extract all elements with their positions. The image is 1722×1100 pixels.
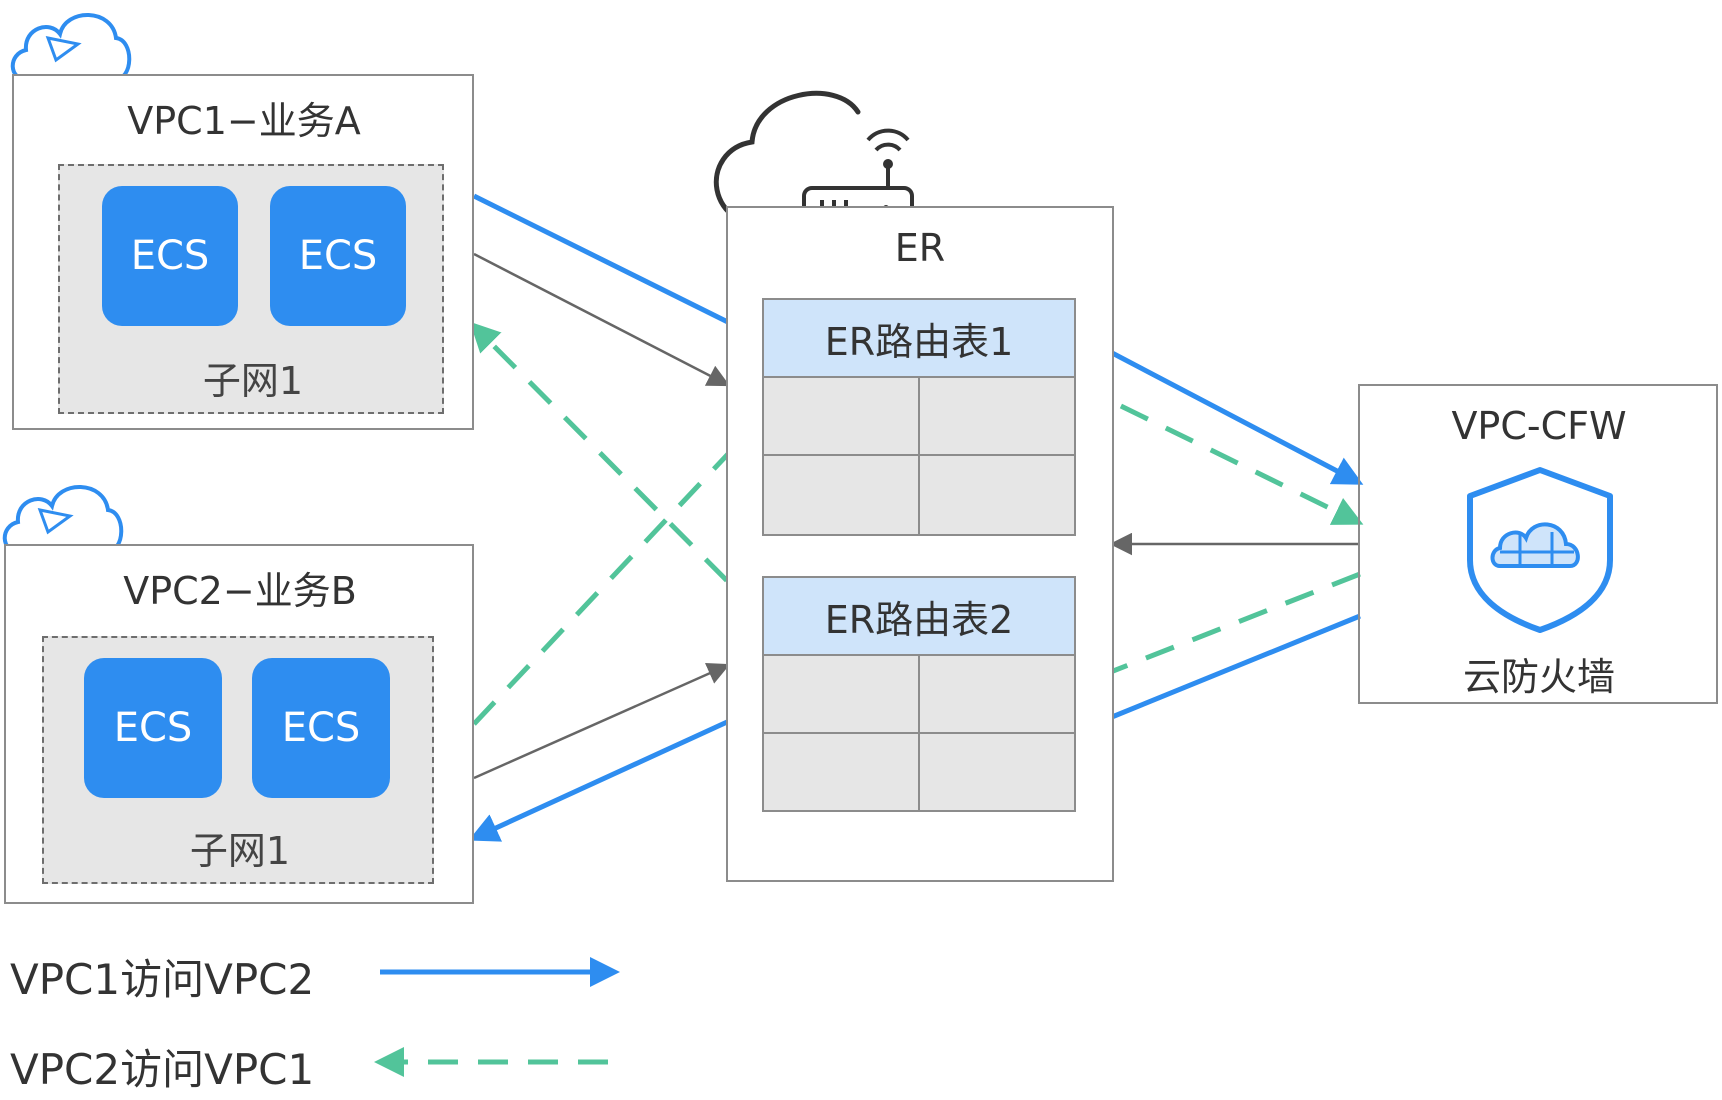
flow-vpc1-to-er-rt1: [472, 193, 766, 341]
flow-er-rt1-to-cfw: [1074, 331, 1364, 485]
vpc1-subnet: ECS ECS 子网1: [58, 164, 444, 414]
cloud-icon: [2, 485, 124, 554]
er-title: ER: [894, 226, 946, 270]
vpc-cfw-box: VPC-CFW 云防火墙: [1358, 384, 1718, 704]
route-table-1-cell: [762, 376, 920, 456]
flow-cfw-to-er-green: [1074, 571, 1361, 690]
vpc2-title: VPC2−业务B: [123, 569, 357, 613]
route-table-2-cell: [918, 732, 1076, 812]
er-route-table-1-header[interactable]: ER路由表1: [762, 298, 1076, 378]
shield-firewall-icon: [1467, 467, 1613, 633]
route-table-2-cell: [762, 654, 920, 734]
vpc2-subnet: ECS ECS 子网1: [42, 636, 434, 884]
vpc1-title: VPC1−业务A: [127, 99, 361, 143]
route-table-2-cell: [762, 732, 920, 812]
vpc2-subnet-label: 子网1: [189, 829, 291, 873]
vpc2-ecs-2[interactable]: ECS: [252, 658, 390, 798]
vpc2-box: VPC2−业务B ECS ECS 子网1: [4, 544, 474, 904]
route-table-1-cell: [918, 376, 1076, 456]
cloud-icon: [10, 13, 132, 82]
legend-vpc2-to-vpc1: VPC2访问VPC1: [10, 1045, 315, 1094]
vpc-cfw-title: VPC-CFW: [1451, 404, 1627, 448]
route-table-2-cell: [918, 654, 1076, 734]
flow-vpc2-to-er: [472, 415, 765, 726]
vpc1-subnet-label: 子网1: [202, 359, 304, 403]
flow-cfw-to-er-rt2: [1074, 613, 1361, 735]
attach-vpc2-er: [473, 663, 731, 780]
er-route-table-2-header[interactable]: ER路由表2: [762, 576, 1076, 656]
vpc1-box: VPC1−业务A ECS ECS 子网1: [12, 74, 474, 430]
vpc1-ecs-2[interactable]: ECS: [270, 186, 406, 326]
cloud-firewall-label: 云防火墙: [1462, 655, 1615, 699]
flow-er-to-cfw-green: [1074, 381, 1364, 525]
flow-er-to-vpc1: [469, 321, 764, 618]
vpc2-ecs-1[interactable]: ECS: [84, 658, 222, 798]
flow-er-rt2-to-vpc2: [468, 703, 764, 842]
route-table-1-cell: [918, 454, 1076, 536]
legend-vpc1-to-vpc2: VPC1访问VPC2: [10, 955, 315, 1004]
route-table-1-cell: [762, 454, 920, 536]
vpc1-ecs-1[interactable]: ECS: [102, 186, 238, 326]
attach-vpc1-er: [473, 252, 730, 387]
